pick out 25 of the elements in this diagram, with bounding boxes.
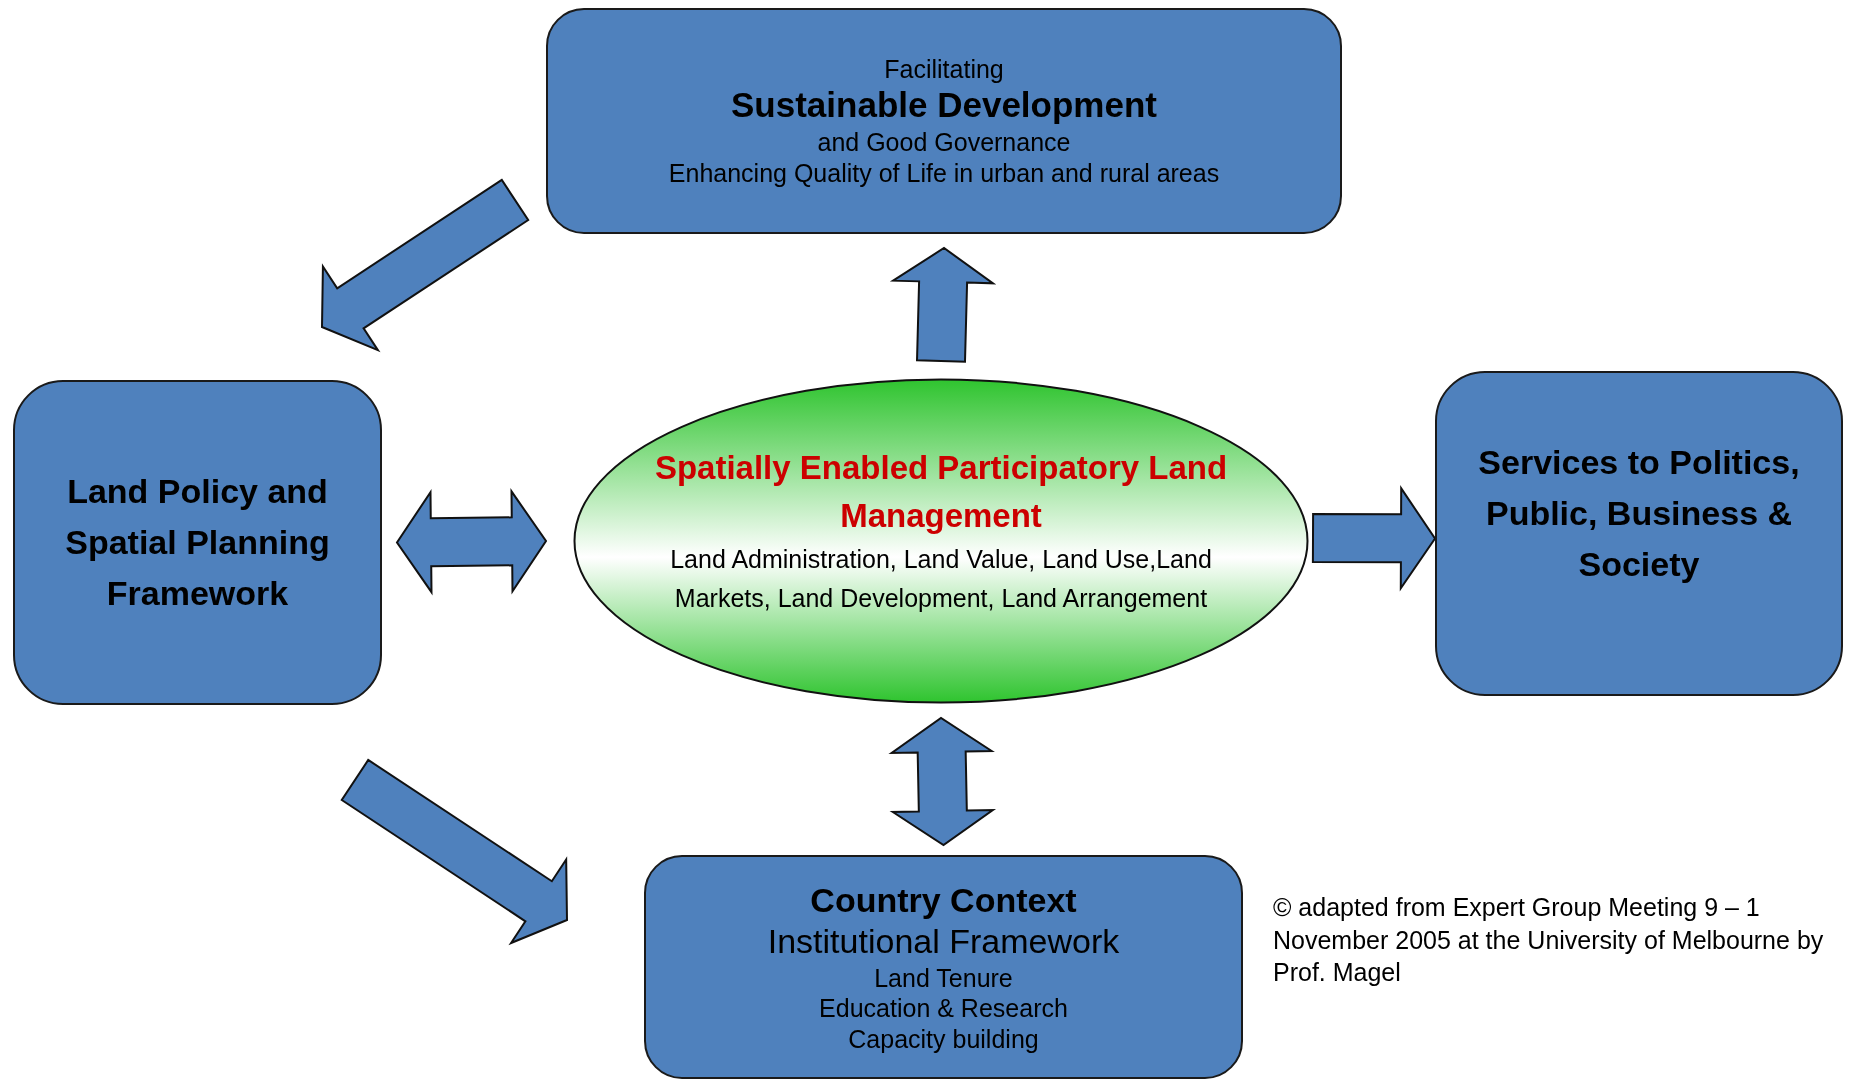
description: Enhancing Quality of Life in urban and rural areas xyxy=(668,157,1220,189)
block-arrow xyxy=(321,178,530,353)
ellipse-description: Land Administration, Land Value, Land Use,Land Markets, Land Development, Land Arrangement xyxy=(669,544,1213,614)
block-arrow xyxy=(888,716,997,847)
ellipse-title: Spatially Enabled Participatory Land Management xyxy=(653,448,1229,537)
subheading: and Good Governance xyxy=(817,127,1071,158)
list-item: Land Tenure xyxy=(874,962,1013,994)
rounded-box xyxy=(1435,371,1843,696)
intro-text: Facilitating xyxy=(884,53,1004,85)
list-item: Education & Research xyxy=(819,993,1068,1024)
block-arrow xyxy=(1311,485,1437,592)
block-arrow xyxy=(889,246,997,363)
rounded-box xyxy=(546,8,1342,234)
rounded-box xyxy=(644,855,1243,1079)
heading: Sustainable Development xyxy=(731,84,1157,127)
block-arrow xyxy=(395,488,548,596)
source-note: © adapted from Expert Group Meeting 9 – 1 November 2005 at the University of Melbourne by Prof. Magel xyxy=(1273,892,1825,988)
box-title: Land Policy and Spatial Planning Framework xyxy=(64,471,331,614)
subheading: Institutional Framework xyxy=(767,921,1120,963)
rounded-box xyxy=(13,380,382,705)
ellipse-shape xyxy=(573,378,1309,704)
box-title: Services to Politics, Public, Business & Society xyxy=(1477,442,1801,585)
list-item: Capacity building xyxy=(848,1023,1039,1055)
box-title: Country Context xyxy=(810,879,1077,921)
block-arrow xyxy=(340,758,568,946)
